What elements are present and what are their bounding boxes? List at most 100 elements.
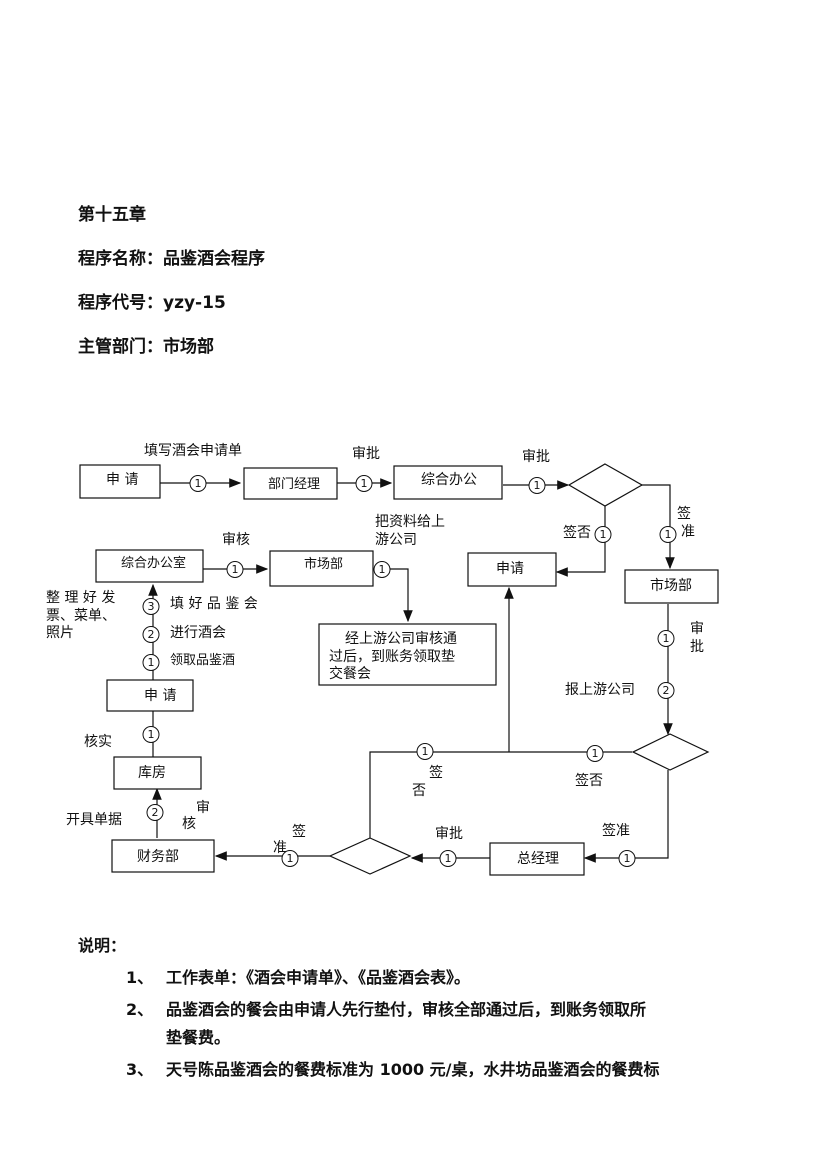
note-text: 工作表单：《酒会申请单》、《品鉴酒会表》。 xyxy=(166,968,471,987)
label-review-2b: 核 xyxy=(182,816,196,832)
decision-diamond-1 xyxy=(567,463,644,507)
step-circle: 1 xyxy=(287,852,294,865)
step-circle-ring xyxy=(594,526,612,543)
step-circle-ring xyxy=(439,850,457,867)
apply-text-2: 申 请 xyxy=(144,688,176,704)
general-office-box-2 xyxy=(95,549,204,583)
program-code: 程序代号：yzy-15 xyxy=(78,293,226,313)
label-fill-form: 填写酒会申请单 xyxy=(144,443,242,459)
decision-diamond-2 xyxy=(631,733,710,771)
step-circle: 3 xyxy=(148,600,155,613)
step-circle-ring xyxy=(226,561,244,578)
label-approve-2: 审批 xyxy=(522,449,550,465)
step-circle: 1 xyxy=(592,747,599,760)
label-issue-receipt: 开具单据 xyxy=(66,812,122,828)
label-sign-approve-3a: 签 xyxy=(292,823,306,840)
step-circle: 1 xyxy=(361,477,368,490)
label-sign-approve-2: 签准 xyxy=(602,822,630,839)
note-number: 1、 xyxy=(126,968,154,987)
general-manager-box xyxy=(489,842,585,876)
label-fill-tasting: 填 好 品 鉴 会 xyxy=(170,596,258,612)
note-number: 3、 xyxy=(126,1060,154,1079)
connector-line xyxy=(369,751,632,838)
label-approve-4: 审批 xyxy=(435,826,463,842)
warehouse-box xyxy=(113,756,202,790)
note-text: 天号陈品鉴酒会的餐费标准为 1000 元/桌，水井坊品鉴酒会的餐费标 xyxy=(166,1060,660,1079)
note-item: 2、 品鉴酒会的餐会由申请人先行垫付，审核全部通过后，到账务领取所 垫餐费。 xyxy=(78,996,778,1052)
label-approve-1: 审批 xyxy=(352,446,380,462)
label-sign-no-2a: 签 xyxy=(429,764,443,781)
apply-box-1 xyxy=(79,464,161,499)
step-circle-ring xyxy=(142,626,160,643)
step-circle-ring xyxy=(146,804,164,821)
step-circle: 1 xyxy=(148,728,155,741)
step-circle-ring xyxy=(142,654,160,671)
step-circle: 2 xyxy=(148,628,155,641)
step-circle: 1 xyxy=(148,656,155,669)
label-approve-3a: 审 xyxy=(690,621,704,637)
notes-section: 说明： 1、 工作表单：《酒会申请单》、《品鉴酒会表》。 2、 品鉴酒会的餐会由… xyxy=(78,932,778,1088)
step-circle: 1 xyxy=(232,563,239,576)
step-circle-ring xyxy=(281,850,299,867)
label-sign-no-3: 签否 xyxy=(575,772,603,789)
apply-text-mid: 申请 xyxy=(496,561,524,577)
step-circle: 2 xyxy=(152,806,159,819)
label-sign-approve-1b: 准 xyxy=(681,524,695,540)
department: 主管部门：市场部 xyxy=(78,337,214,357)
label-send-upstream-2: 游公司 xyxy=(375,532,417,548)
step-circle-ring xyxy=(416,743,434,760)
label-sign-approve-3b: 准 xyxy=(273,840,287,856)
step-circle-ring xyxy=(657,630,675,647)
dept-manager-box xyxy=(243,467,338,500)
step-circle: 1 xyxy=(379,563,386,576)
market-box-1 xyxy=(269,550,374,587)
market-box-2 xyxy=(624,569,719,604)
general-office-text-2: 综合办公室 xyxy=(121,555,186,571)
note-number: 2、 xyxy=(126,1000,154,1019)
step-circle-ring xyxy=(355,475,373,492)
notes-title: 说明： xyxy=(78,936,127,955)
apply-box-2 xyxy=(106,679,194,712)
label-report-upstream: 报上游公司 xyxy=(565,682,635,698)
upstream-note-box xyxy=(318,623,497,686)
connector-line xyxy=(583,770,669,863)
finance-box xyxy=(111,839,215,873)
step-circle-ring xyxy=(586,745,604,762)
note-text: 品鉴酒会的餐会由申请人先行垫付，审核全部通过后，到账务领取所 xyxy=(166,1000,647,1019)
market-text-2: 市场部 xyxy=(650,577,692,594)
label-sign-approve-1a: 签 xyxy=(677,505,691,522)
label-sign-no-1: 签否 xyxy=(563,524,591,541)
upstream-note-line-3: 交餐会 xyxy=(329,665,371,682)
dept-manager-text: 部门经理 xyxy=(268,477,320,492)
label-get-tasting: 领取品鉴酒 xyxy=(170,653,235,668)
label-organize-3: 照片 xyxy=(46,625,74,641)
step-circle: 2 xyxy=(663,684,670,697)
label-review-2a: 审 xyxy=(196,800,210,816)
step-circle: 1 xyxy=(422,745,429,758)
apply-box-mid xyxy=(467,552,557,587)
step-circle: 1 xyxy=(534,479,541,492)
note-text-continuation: 垫餐费。 xyxy=(166,1028,231,1047)
step-circle: 1 xyxy=(665,528,672,541)
general-manager-text: 总经理 xyxy=(517,851,559,867)
label-verify: 核实 xyxy=(84,734,112,750)
apply-text-1: 申 请 xyxy=(106,472,138,488)
upstream-note-line-1: 经上游公司审核通 xyxy=(345,631,457,647)
step-circle-ring xyxy=(528,477,546,494)
step-circle-ring xyxy=(659,526,677,543)
chapter-title: 第十五章 xyxy=(78,205,146,225)
label-organize-1: 整 理 好 发 xyxy=(46,590,115,606)
label-organize-2: 票、菜单、 xyxy=(46,608,116,624)
finance-text: 财务部 xyxy=(137,849,179,865)
note-text-wrapper: 品鉴酒会的餐会由申请人先行垫付，审核全部通过后，到账务领取所 垫餐费。 xyxy=(166,996,778,1052)
step-circle-ring xyxy=(142,726,160,743)
general-office-box-1 xyxy=(393,465,503,500)
market-text-1: 市场部 xyxy=(304,556,343,572)
label-sign-no-2b: 否 xyxy=(412,783,426,799)
warehouse-text: 库房 xyxy=(138,765,166,781)
upstream-note-line-2: 过后，到账务领取垫 xyxy=(329,649,455,665)
step-circle-ring xyxy=(142,598,160,615)
general-office-text-1: 综合办公 xyxy=(421,472,477,488)
step-circle-ring xyxy=(657,682,675,699)
step-circle-ring xyxy=(373,561,391,578)
